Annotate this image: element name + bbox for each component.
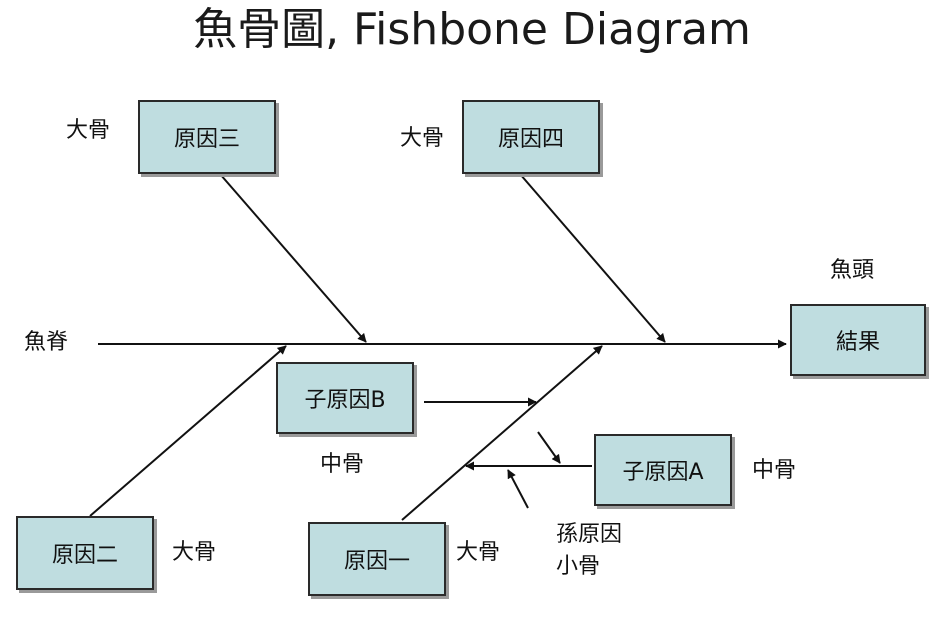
subB-box: 子原因B bbox=[276, 362, 414, 434]
big-bone-label-cause2: 大骨 bbox=[172, 540, 217, 565]
result-box: 結果 bbox=[790, 304, 926, 376]
mid-bone-label-subB: 中骨 bbox=[320, 452, 365, 477]
small-bone-label: 小骨 bbox=[556, 554, 601, 579]
spine-label: 魚脊 bbox=[24, 330, 69, 355]
big-bone-label-cause3: 大骨 bbox=[66, 118, 111, 143]
subA-box: 子原因A bbox=[594, 434, 732, 506]
cause2-box: 原因二 bbox=[16, 516, 154, 590]
diagram-title: 魚骨圖, Fishbone Diagram bbox=[193, 4, 751, 55]
mid-bone-label-subA: 中骨 bbox=[752, 458, 797, 483]
small-bone-upper bbox=[537, 431, 561, 464]
bone-cause4 bbox=[519, 173, 666, 343]
bone-cause3 bbox=[219, 173, 367, 343]
fish-head-label: 魚頭 bbox=[830, 258, 875, 283]
cause4-box: 原因四 bbox=[462, 100, 600, 174]
cause3-box: 原因三 bbox=[138, 100, 276, 174]
big-bone-label-cause1: 大骨 bbox=[456, 540, 501, 565]
grand-cause-label: 孫原因 bbox=[556, 522, 623, 547]
small-bone-lower bbox=[507, 469, 529, 509]
big-bone-label-cause4: 大骨 bbox=[400, 126, 445, 151]
bone-cause1 bbox=[401, 345, 603, 521]
cause1-box: 原因一 bbox=[308, 522, 446, 596]
bone-cause2 bbox=[89, 345, 287, 517]
